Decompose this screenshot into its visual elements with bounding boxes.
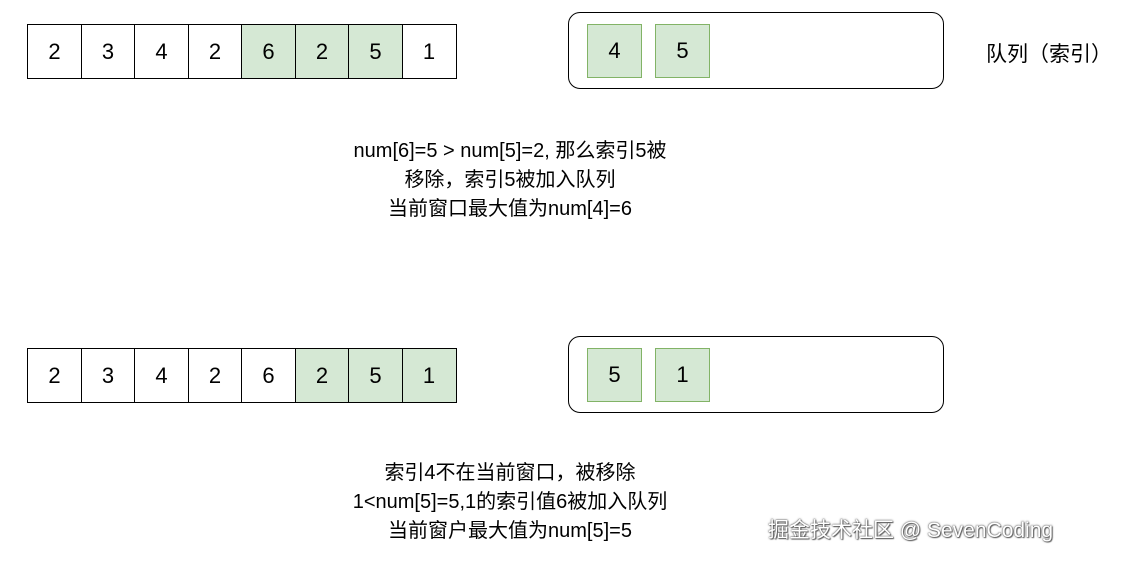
caption-step-1: num[6]=5 > num[5]=2, 那么索引5被 移除，索引5被加入队列 … bbox=[240, 137, 780, 224]
caption-line: 移除，索引5被加入队列 bbox=[404, 169, 616, 191]
array-cell: 5 bbox=[348, 24, 403, 79]
array-cell: 3 bbox=[80, 348, 136, 403]
array-cell: 3 bbox=[80, 24, 136, 79]
array-cell: 5 bbox=[348, 348, 403, 403]
watermark: 掘金技术社区 @ SevenCoding bbox=[768, 519, 1054, 542]
caption-line: 1<num[5]=5,1的索引值6被加入队列 bbox=[352, 491, 668, 513]
array-cell: 4 bbox=[134, 24, 189, 79]
caption-line: num[6]=5 > num[5]=2, 那么索引5被 bbox=[353, 140, 667, 162]
queue-step-1: 4 5 bbox=[568, 12, 944, 89]
queue-cell: 1 bbox=[655, 348, 710, 402]
queue-step-2: 5 1 bbox=[568, 336, 944, 413]
queue-cell: 5 bbox=[587, 348, 642, 402]
array-step-1: 2 3 4 2 6 2 5 1 bbox=[27, 24, 457, 79]
array-cell: 4 bbox=[134, 348, 189, 403]
array-cell: 2 bbox=[187, 348, 243, 403]
caption-step-2: 索引4不在当前窗口，被移除 1<num[5]=5,1的索引值6被加入队列 当前窗… bbox=[240, 459, 780, 546]
caption-line: 索引4不在当前窗口，被移除 bbox=[384, 462, 636, 484]
array-cell: 2 bbox=[187, 24, 243, 79]
caption-line: 当前窗口最大值为num[4]=6 bbox=[388, 198, 632, 220]
array-cell: 2 bbox=[27, 348, 82, 403]
queue-label: 队列（索引） bbox=[986, 43, 1112, 66]
caption-line: 当前窗户最大值为num[5]=5 bbox=[388, 520, 632, 542]
array-cell: 6 bbox=[241, 24, 296, 79]
array-cell: 6 bbox=[241, 348, 296, 403]
array-cell: 2 bbox=[294, 348, 350, 403]
array-cell: 2 bbox=[27, 24, 82, 79]
array-cell: 2 bbox=[294, 24, 350, 79]
array-cell: 1 bbox=[401, 348, 457, 403]
queue-cell: 4 bbox=[587, 24, 642, 78]
queue-cell: 5 bbox=[655, 24, 710, 78]
array-cell: 1 bbox=[401, 24, 457, 79]
array-step-2: 2 3 4 2 6 2 5 1 bbox=[27, 348, 457, 403]
